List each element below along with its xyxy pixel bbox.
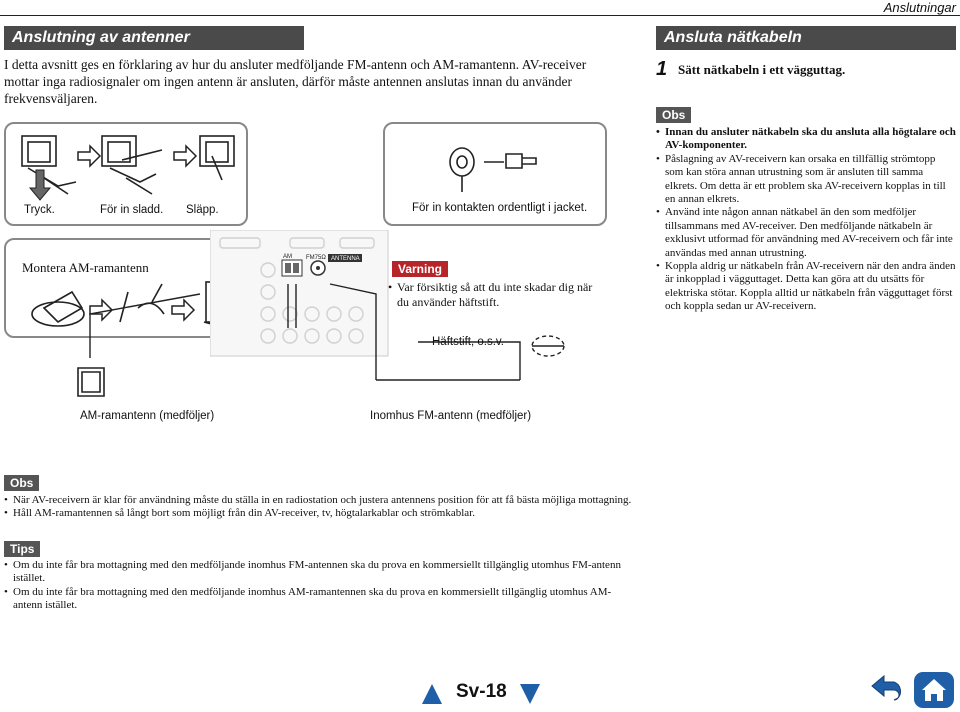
- power-note-item: Innan du ansluter nätkabeln ska du anslu…: [656, 126, 956, 153]
- antennas-intro: I detta avsnitt ges en förklaring av hur…: [4, 57, 587, 106]
- antenna-diagram: Tryck. För in sladd. Släpp. Montera AM-r…: [0, 118, 640, 428]
- caution-badge: Varning: [392, 260, 449, 278]
- fm-terminal-label: FM75Ω: [306, 255, 326, 261]
- fm-plug-illustration: [449, 147, 537, 192]
- home-icon[interactable]: [912, 670, 956, 710]
- step-release-label: Släpp.: [186, 204, 219, 216]
- notes-list: När AV-receivern är klar för användning …: [4, 494, 636, 521]
- antenna-section-label: ANTENNA: [331, 256, 360, 262]
- receiver-rear-panel: AM FM75Ω ANTENNA: [210, 230, 389, 357]
- caution-text: Var försiktig så att du inte skadar dig …: [388, 280, 598, 310]
- fm-antenna-label: Inomhus FM-antenn (medföljer): [370, 410, 532, 422]
- power-notes-list: Innan du ansluter nätkabeln ska du anslu…: [656, 126, 956, 314]
- antennas-section-title: Anslutning av antenner: [4, 26, 304, 50]
- power-step-text: Sätt nätkabeln i ett vägguttag.: [678, 62, 846, 77]
- power-note-item: Koppla aldrig ur nätkabeln från AV-recei…: [656, 260, 956, 314]
- header-rule: [0, 15, 960, 16]
- tips-badge: Tips: [4, 540, 41, 558]
- back-arrow-icon[interactable]: [868, 672, 908, 708]
- power-section-title: Ansluta nätkabeln: [656, 26, 956, 50]
- power-step-number: 1: [656, 58, 668, 80]
- fm-plug-frame: [383, 122, 607, 226]
- power-notes-badge: Obs: [656, 106, 692, 124]
- tips-list: Om du inte får bra mottagning med den me…: [4, 559, 636, 613]
- notes-badge: Obs: [4, 474, 40, 492]
- fm-push-label: För in kontakten ordentligt i jacket.: [412, 202, 588, 214]
- am-terminal-label: AM: [283, 254, 292, 260]
- step-insert-label: För in sladd.: [100, 204, 164, 216]
- antenna-leads: [77, 283, 565, 397]
- tip-item: Om du inte får bra mottagning med den me…: [4, 559, 636, 586]
- am-mount-title: Montera AM-ramantenn: [22, 260, 149, 275]
- power-note-item: Påslagning av AV-receivern kan orsaka en…: [656, 153, 956, 207]
- previous-page-icon[interactable]: [420, 682, 444, 706]
- power-note-item: Använd inte någon annan nätkabel än den …: [656, 206, 956, 260]
- section-label: Anslutningar: [883, 0, 956, 15]
- note-item: När AV-receivern är klar för användning …: [4, 494, 636, 508]
- terminal-steps-illustration: [21, 135, 235, 201]
- pin-label: Häftstift, o.s.v.: [432, 336, 504, 348]
- tip-item: Om du inte får bra mottagning med den me…: [4, 586, 636, 613]
- next-page-icon[interactable]: [518, 682, 542, 706]
- terminal-steps-frame: [4, 122, 248, 226]
- page-number: Sv-18: [456, 681, 507, 702]
- note-item: Håll AM-ramantennen så långt bort som mö…: [4, 507, 636, 521]
- am-antenna-label: AM-ramantenn (medföljer): [80, 410, 215, 422]
- am-loop-antenna-icon: [77, 367, 105, 397]
- step-press-label: Tryck.: [24, 204, 55, 216]
